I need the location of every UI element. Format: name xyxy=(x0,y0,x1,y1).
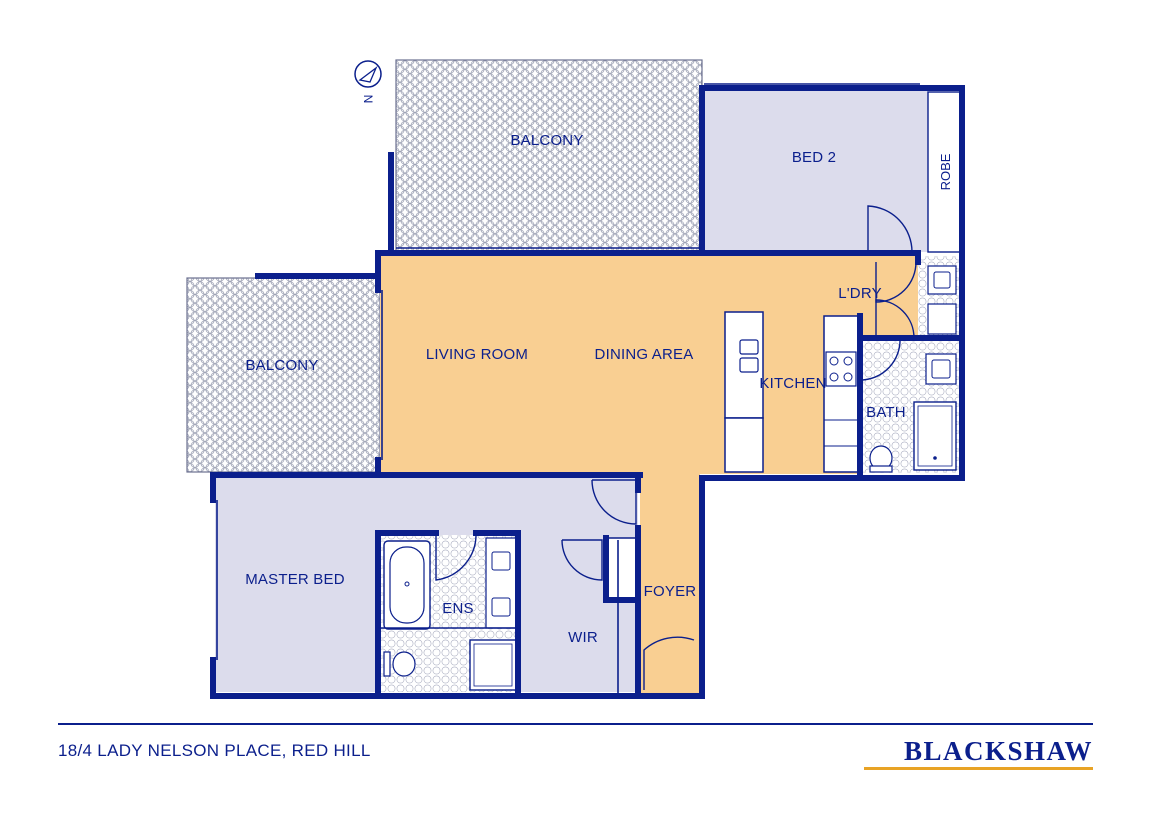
ensuite-basin xyxy=(491,551,511,571)
cooktop-burner xyxy=(843,372,853,382)
bath-vanity xyxy=(925,353,957,385)
ensuite-bathtub-inner xyxy=(389,546,425,624)
label-wir: WIR xyxy=(568,629,598,646)
label-bed-2: BED 2 xyxy=(792,149,836,166)
robe-area xyxy=(927,91,962,253)
brand-logo: BLACKSHAW xyxy=(903,736,1093,766)
label-foyer: FOYER xyxy=(644,583,697,600)
label-laundry: L'DRY xyxy=(838,285,882,302)
label-balcony-north: BALCONY xyxy=(510,132,583,149)
bed-2-area xyxy=(704,89,928,252)
ensuite-shower-tray xyxy=(473,643,513,687)
living-dining-area xyxy=(380,254,918,694)
ensuite-toilet-cistern xyxy=(383,651,391,677)
bathtub-drain xyxy=(404,581,410,587)
brand-underline xyxy=(864,767,1093,770)
island-sink-b xyxy=(739,357,759,373)
compass-letter: N xyxy=(361,95,375,104)
kitchen-island xyxy=(724,311,764,419)
laundry-tub-basin xyxy=(933,271,951,289)
label-dining-area: DINING AREA xyxy=(595,346,694,363)
label-master-bed: MASTER BED xyxy=(245,571,345,588)
cooktop xyxy=(825,351,857,387)
foyer-cupboard xyxy=(607,537,639,599)
ensuite-vanity xyxy=(485,537,517,629)
cooktop-burner xyxy=(829,372,839,382)
bath-vanity-basin xyxy=(931,359,951,379)
label-living-room: LIVING ROOM xyxy=(426,346,528,363)
label-kitchen: KITCHEN xyxy=(759,375,826,392)
bath-toilet-cistern xyxy=(869,465,893,473)
label-bath: BATH xyxy=(866,404,906,421)
label-robe: ROBE xyxy=(938,153,953,190)
kitchen-island-cupboard xyxy=(724,417,764,473)
balcony-north-area xyxy=(395,59,703,253)
island-sink-a xyxy=(739,339,759,355)
cooktop-burner xyxy=(843,356,853,366)
shower-drain xyxy=(933,456,937,460)
washer-space xyxy=(927,303,957,335)
cooktop-burner xyxy=(829,356,839,366)
label-balcony-west: BALCONY xyxy=(245,357,318,374)
property-address: 18/4 LADY NELSON PLACE, RED HILL xyxy=(58,741,371,760)
ensuite-bathtub xyxy=(383,540,431,630)
kitchen-bench xyxy=(823,315,859,473)
footer-divider xyxy=(58,723,1093,725)
bath-shower-tray xyxy=(917,405,953,467)
ensuite-shower xyxy=(469,639,517,691)
label-ensuite: ENS xyxy=(442,600,473,617)
ensuite-toilet xyxy=(392,651,416,677)
laundry-tub xyxy=(927,265,957,295)
door-swings xyxy=(435,205,917,690)
ensuite-basin xyxy=(491,597,511,617)
balcony-west-area xyxy=(186,277,381,473)
compass-icon: N xyxy=(354,60,382,104)
windows xyxy=(216,83,920,694)
